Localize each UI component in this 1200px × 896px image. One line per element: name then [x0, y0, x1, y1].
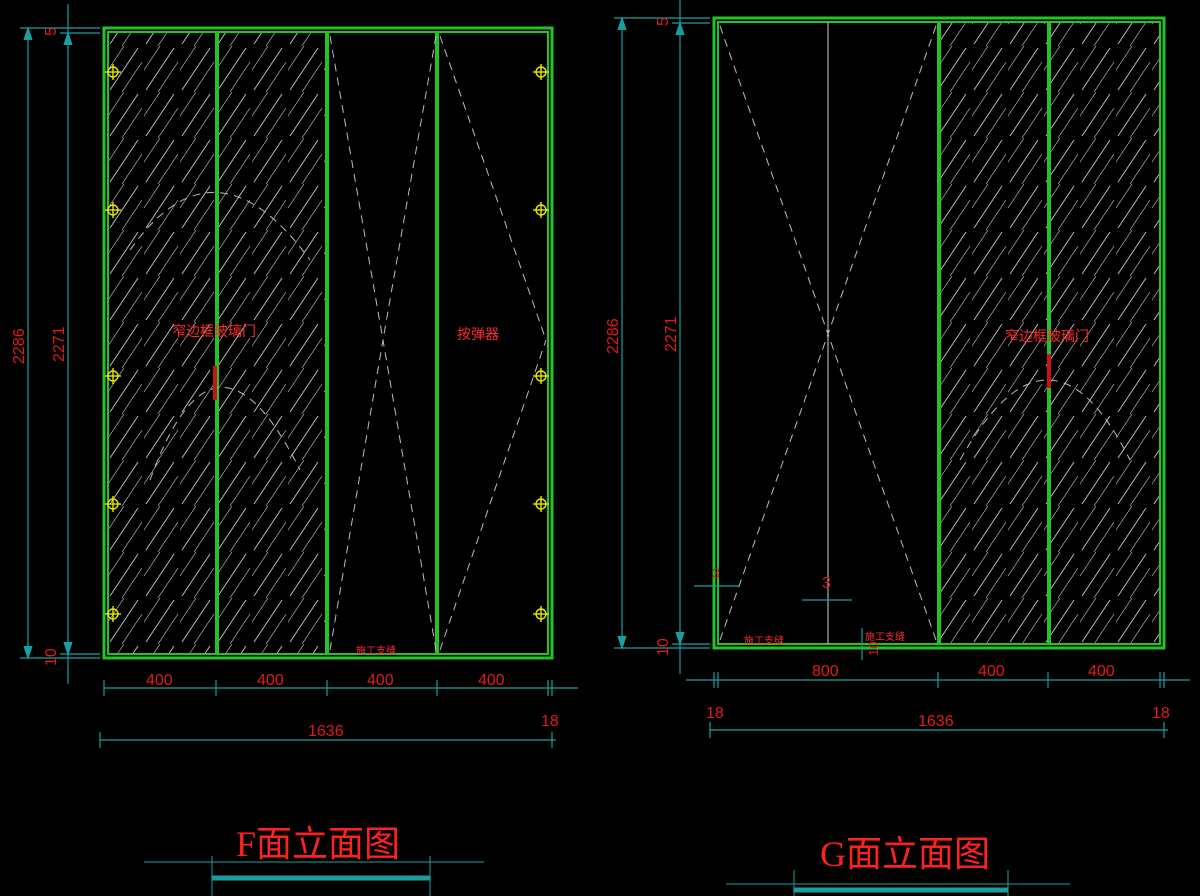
f-dim-door-height: 2271: [51, 326, 68, 362]
f-swing-lines: [129, 35, 547, 651]
f-panel-4: [437, 31, 549, 655]
g-dim-bottom-gap: 10: [866, 642, 881, 656]
g-dim-side-gap: 3: [712, 565, 720, 581]
g-dim-bottom: 10: [655, 638, 672, 656]
g-swing-lines: [719, 25, 1131, 641]
f-drawing-title: F面立面图: [236, 824, 400, 864]
g-elevation: 窄边框玻璃门 施工支缝 施工支缝 5 2286 2271 10 3 3 10: [605, 0, 1190, 896]
g-dim-panel-2: 400: [1088, 663, 1115, 680]
f-dim-bottom: 10: [43, 648, 60, 666]
f-dim-panel-4: 400: [478, 672, 505, 689]
f-dim-top: 5: [43, 27, 60, 36]
g-vertical-dimensions: [614, 0, 710, 674]
f-horizontal-dimensions: [99, 680, 578, 748]
g-glass-panel-1: [939, 21, 1049, 645]
f-outer-frame: [102, 26, 554, 660]
f-markers: [105, 64, 549, 622]
f-gap-label: 施工支缝: [356, 644, 396, 657]
f-glass-panel-2: [217, 31, 327, 655]
f-dim-panel-2: 400: [257, 672, 284, 689]
f-dim-side: 18: [541, 713, 559, 730]
g-dim-side-left: 18: [706, 705, 724, 722]
g-door-label: 窄边框玻璃门: [1005, 328, 1089, 344]
g-outer-frame: [712, 16, 1166, 650]
f-door-label: 窄边框玻璃门: [172, 323, 256, 339]
g-dim-door-height: 2271: [663, 316, 680, 352]
f-door-handle: [213, 366, 217, 400]
g-dim-panel-door: 800: [812, 663, 839, 680]
f-dim-panel-1: 400: [146, 672, 173, 689]
f-panel-3: [327, 31, 437, 655]
f-dim-panel-3: 400: [367, 672, 394, 689]
g-dim-total-width: 1636: [918, 713, 954, 730]
g-gap-label-right: 施工支缝: [865, 630, 905, 643]
g-dim-small-gap: 3: [822, 575, 831, 592]
f-hardware-label: 按弹器: [457, 326, 499, 342]
g-glass-panel-2: [1049, 21, 1161, 645]
f-dim-full-height: 2286: [11, 328, 28, 364]
f-vertical-dimensions: [20, 4, 100, 684]
g-drawing-title: G面立面图: [820, 834, 990, 874]
g-gap-dimensions: [694, 585, 863, 660]
g-door-handle: [1047, 354, 1051, 388]
g-dim-side-right: 18: [1152, 705, 1170, 722]
g-dim-top: 5: [655, 17, 672, 26]
f-dim-total-width: 1636: [308, 723, 344, 740]
g-dim-full-height: 2286: [605, 318, 622, 354]
g-dim-panel-1: 400: [978, 663, 1005, 680]
f-elevation: 窄边框玻璃门 按弹器 施工支缝 5 2286 2271 10: [11, 4, 578, 896]
f-glass-panel-1: [107, 31, 217, 655]
g-gap-label-left: 施工支缝: [744, 634, 784, 647]
g-horizontal-dimensions: [686, 672, 1190, 738]
